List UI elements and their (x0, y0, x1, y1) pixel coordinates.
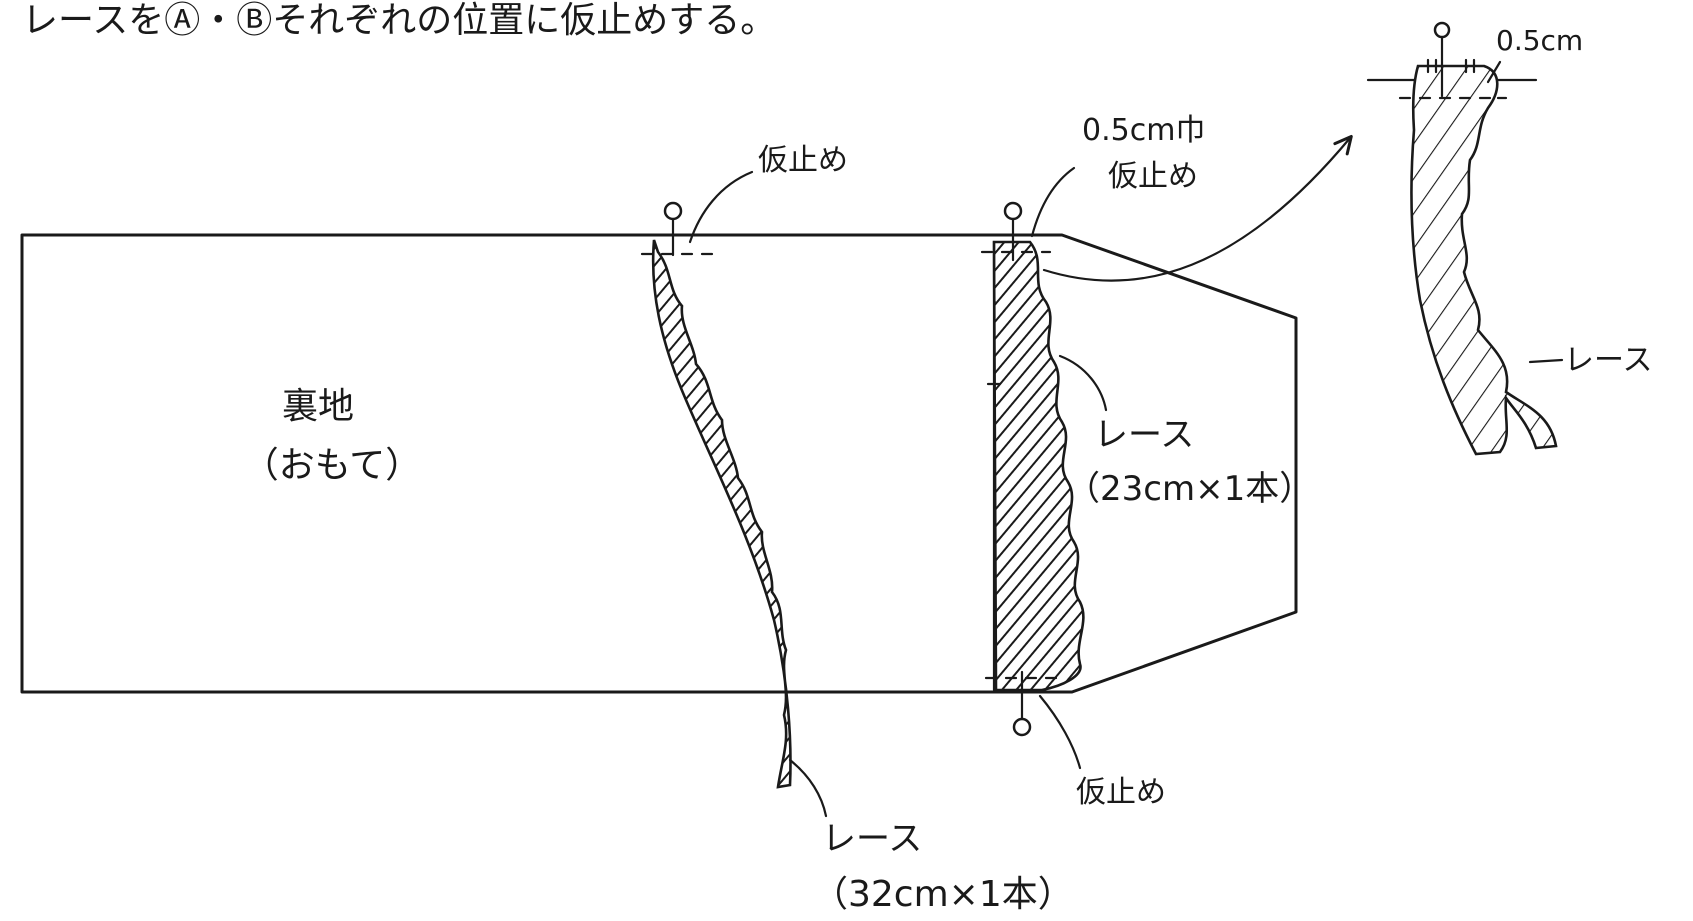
detail-lace-leader (1528, 358, 1564, 364)
instruction-text: レースをⒶ・Ⓑそれぞれの位置に仮止めする。 (22, 0, 776, 41)
leader-lace-a (788, 758, 828, 818)
label-basting-b-width: 0.5cm巾 (1082, 113, 1205, 148)
fabric-label: 裏地 (282, 386, 354, 427)
label-lace-a-size: （32cm×1本） (812, 874, 1074, 915)
leader-basting-a (688, 170, 754, 244)
detail-width-label: 0.5cm (1496, 24, 1583, 57)
pin-a-head (663, 201, 683, 221)
leader-basting-b-top (1030, 166, 1076, 238)
detail-arrow (1042, 134, 1353, 282)
detail-pin-head (1433, 21, 1451, 39)
leader-lace-b (1058, 354, 1108, 412)
leader-basting-b-bottom (1038, 694, 1082, 770)
label-lace-a: レース (822, 819, 922, 859)
detail-lace (1410, 64, 1558, 456)
fabric-label-sub: （おもて） (243, 445, 422, 486)
label-basting-b-top: 仮止め (1108, 159, 1198, 194)
label-basting-b-bottom: 仮止め (1076, 775, 1166, 810)
lace-b (992, 240, 1085, 692)
label-lace-b: レース (1094, 415, 1194, 455)
detail-lace-label: レース (1564, 343, 1653, 378)
pin-b-bottom-head (1012, 717, 1032, 737)
label-basting-a: 仮止め (758, 143, 848, 178)
pin-b-top-head (1003, 201, 1023, 221)
detail-stitch-marks (1426, 58, 1476, 74)
fabric-outline (20, 233, 1298, 694)
detail-dimension-tick (1486, 60, 1502, 84)
lace-a (651, 239, 792, 789)
label-lace-b-size: （23cm×1本） (1066, 469, 1313, 509)
